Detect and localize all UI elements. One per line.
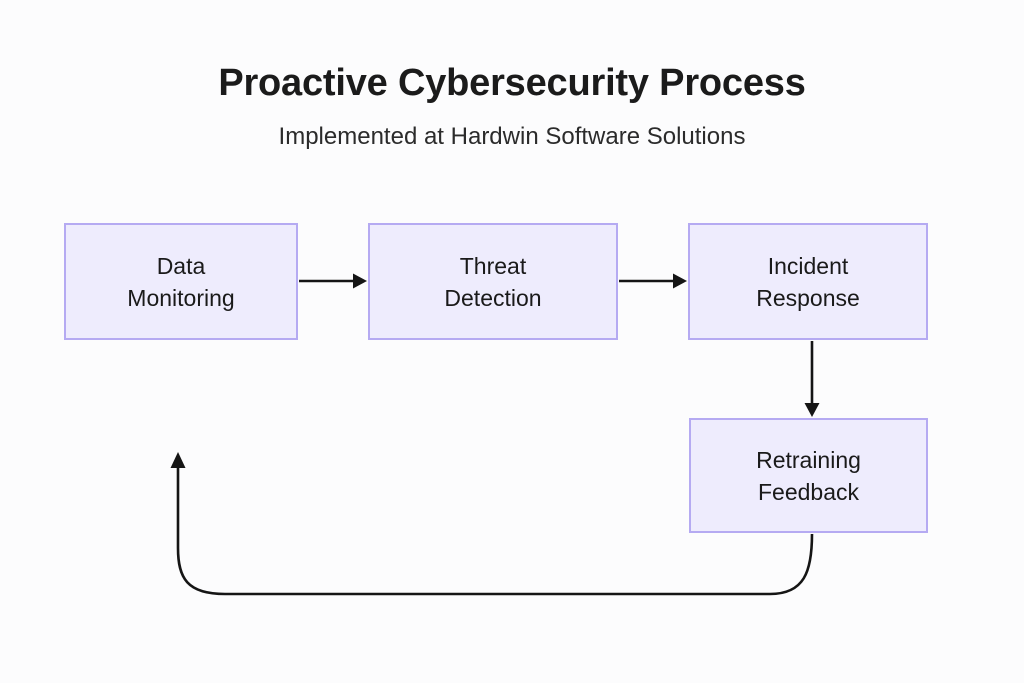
node-retraining-feedback[interactable]: Retraining Feedback xyxy=(689,418,928,533)
node-retraining-feedback-label: Retraining Feedback xyxy=(756,446,861,505)
node-threat-detection-label: Threat Detection xyxy=(444,252,542,311)
edge-incident-response-to-retraining-feedback xyxy=(804,341,820,417)
node-data-monitoring[interactable]: Data Monitoring xyxy=(64,223,298,340)
edge-4-arrowhead-icon xyxy=(170,452,186,468)
page-title: Proactive Cybersecurity Process xyxy=(218,62,806,104)
edge-2-arrowhead-icon xyxy=(673,273,687,289)
node-incident-response[interactable]: Incident Response xyxy=(688,223,928,340)
node-threat-detection[interactable]: Threat Detection xyxy=(368,223,618,340)
page-subtitle: Implemented at Hardwin Software Solution… xyxy=(278,123,746,150)
edge-3-arrowhead-icon xyxy=(804,403,820,417)
edge-data-monitoring-to-threat-detection xyxy=(299,273,367,289)
node-incident-response-label: Incident Response xyxy=(756,252,860,311)
node-data-monitoring-label: Data Monitoring xyxy=(127,252,235,311)
edge-1-arrowhead-icon xyxy=(353,273,367,289)
edge-threat-detection-to-incident-response xyxy=(619,273,687,289)
